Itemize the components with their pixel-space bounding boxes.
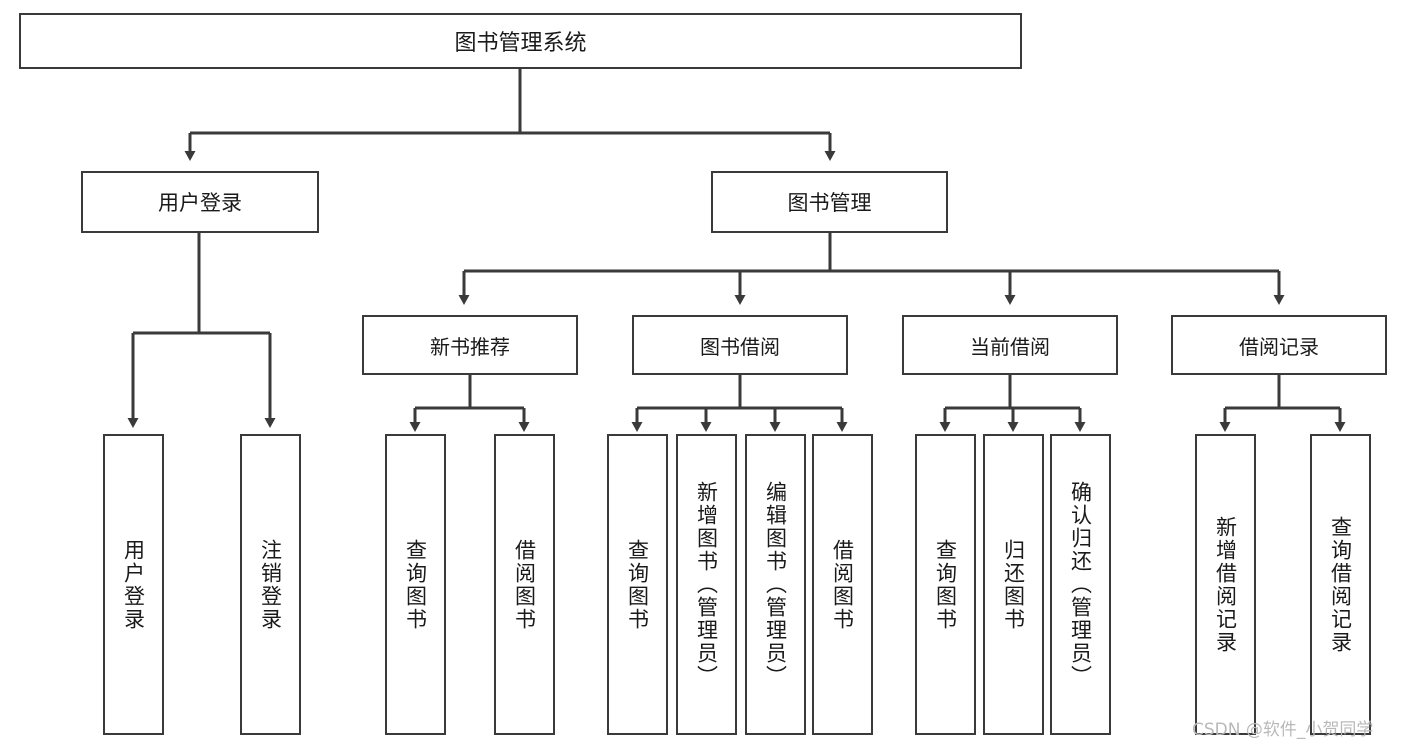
- node-label: 图书管理: [787, 191, 872, 215]
- node-label: 归还图书: [1001, 538, 1026, 631]
- node-borrow-record[interactable]: 借阅记录: [1171, 315, 1387, 375]
- node-label: 借阅记录: [1239, 334, 1319, 359]
- leaf-user-login[interactable]: 用户登录: [103, 434, 164, 735]
- node-label: 当前借阅: [970, 334, 1050, 359]
- node-label: 借阅图书: [830, 538, 855, 631]
- leaf-query-book-borrow[interactable]: 查询图书: [607, 434, 668, 735]
- node-label: 新书推荐: [430, 334, 510, 359]
- node-label: 图书借阅: [700, 334, 780, 359]
- node-root-library-system[interactable]: 图书管理系统: [19, 13, 1022, 69]
- node-label: 图书管理系统: [454, 31, 587, 56]
- leaf-confirm-return-admin[interactable]: 确认归还（管理员）: [1050, 434, 1111, 735]
- node-label: 借阅图书: [512, 538, 537, 631]
- node-label: 编辑图书（管理员）: [763, 481, 788, 688]
- leaf-logout[interactable]: 注销登录: [240, 434, 301, 735]
- csdn-watermark: CSDN @软件_小贺同学: [1192, 720, 1374, 740]
- leaf-return-book[interactable]: 归还图书: [983, 434, 1044, 735]
- node-current-borrow[interactable]: 当前借阅: [902, 315, 1118, 375]
- leaf-query-book-recommend[interactable]: 查询图书: [385, 434, 446, 735]
- node-label: 查询借阅记录: [1328, 515, 1353, 654]
- node-user-login[interactable]: 用户登录: [81, 171, 319, 233]
- node-label: 查询图书: [625, 538, 650, 631]
- node-book-management[interactable]: 图书管理: [711, 171, 948, 233]
- node-label: 用户登录: [121, 538, 146, 631]
- node-label: 新增借阅记录: [1213, 515, 1238, 654]
- leaf-query-borrow-record[interactable]: 查询借阅记录: [1310, 434, 1371, 735]
- leaf-borrow-book[interactable]: 借阅图书: [812, 434, 873, 735]
- leaf-borrow-book-recommend[interactable]: 借阅图书: [494, 434, 555, 735]
- node-label: 确认归还（管理员）: [1068, 481, 1093, 688]
- node-book-borrow[interactable]: 图书借阅: [632, 315, 848, 375]
- leaf-add-book-admin[interactable]: 新增图书（管理员）: [676, 434, 737, 735]
- node-label: 注销登录: [258, 538, 283, 631]
- node-new-book-recommend[interactable]: 新书推荐: [362, 315, 578, 375]
- node-label: 查询图书: [403, 538, 428, 631]
- leaf-query-book-current[interactable]: 查询图书: [915, 434, 976, 735]
- node-label: 用户登录: [158, 191, 242, 215]
- leaf-add-borrow-record[interactable]: 新增借阅记录: [1195, 434, 1256, 735]
- leaf-edit-book-admin[interactable]: 编辑图书（管理员）: [745, 434, 806, 735]
- node-label: 查询图书: [933, 538, 958, 631]
- node-label: 新增图书（管理员）: [694, 481, 719, 688]
